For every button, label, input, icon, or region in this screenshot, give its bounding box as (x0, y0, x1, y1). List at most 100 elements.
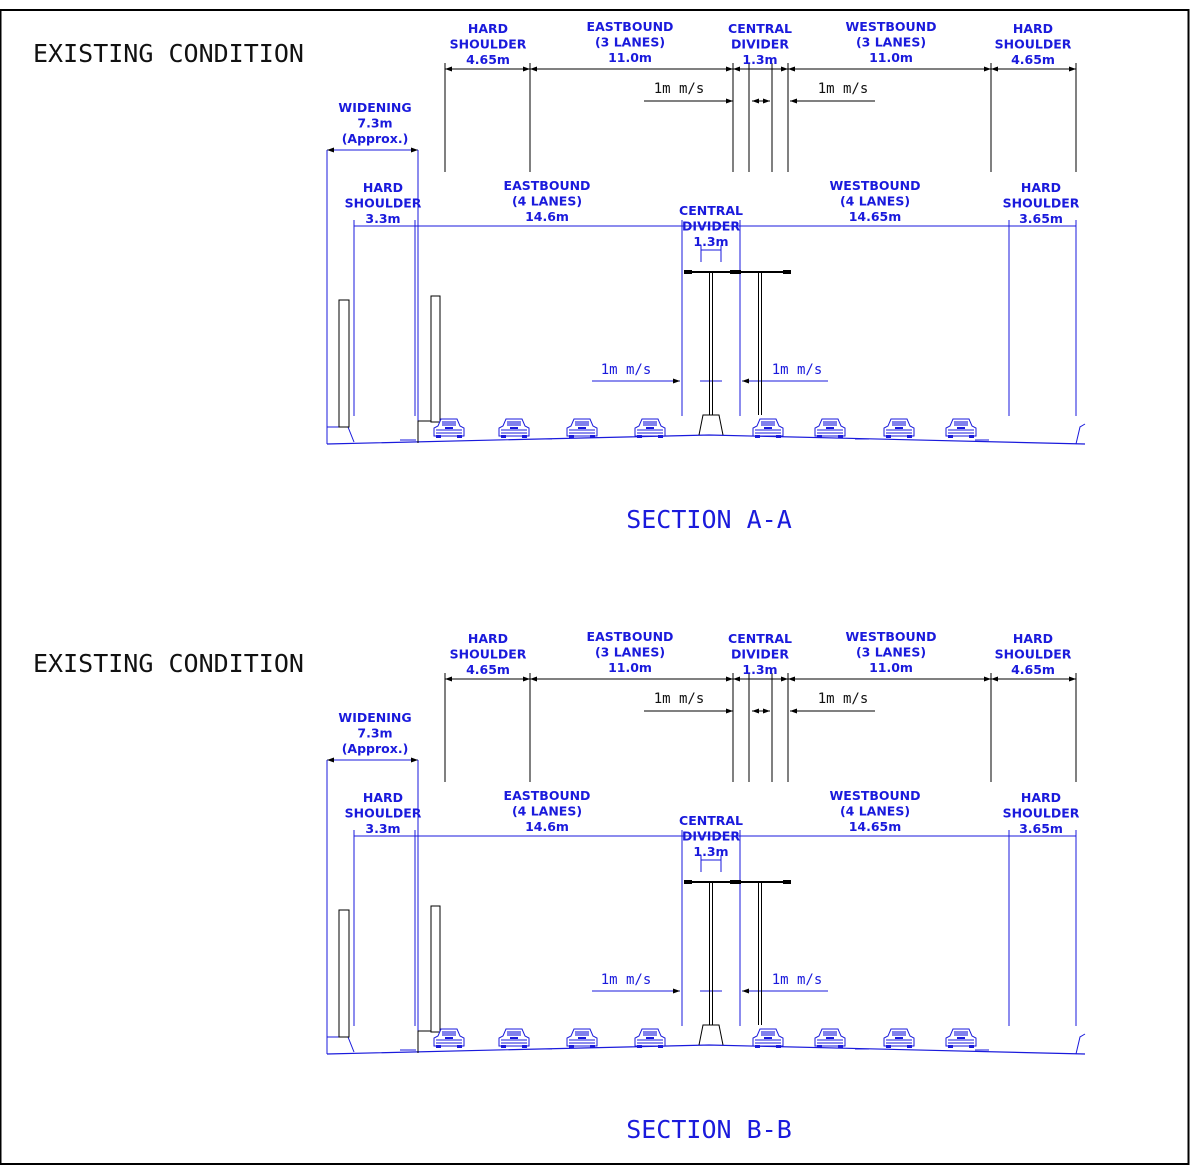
car-wheel (755, 1045, 760, 1048)
existing-hard-shoulder-left-line-2: SHOULDER (450, 647, 527, 662)
existing-ms-left: 1m m/s (654, 81, 705, 97)
car-windshield (507, 1031, 521, 1036)
condition-label: EXISTING CONDITION (33, 39, 304, 68)
arrowhead (991, 66, 998, 72)
car-plate (957, 427, 965, 429)
arrowhead (984, 66, 991, 72)
proposed-hard-shoulder-right-line-2: SHOULDER (1003, 196, 1080, 211)
existing-central-divider-line-3: 1.3m (742, 52, 777, 67)
noise-barrier (430, 295, 441, 423)
existing-hard-shoulder-right-line-2: SHOULDER (995, 647, 1072, 662)
arrowhead (790, 708, 797, 714)
kerb-right (1075, 423, 1086, 445)
lamp-head (783, 270, 791, 274)
median-barrier (698, 414, 724, 436)
proposed-hard-shoulder-left-line-1: HARD (363, 180, 403, 195)
arrowhead (763, 98, 770, 104)
existing-central-divider-line-1: CENTRAL (728, 21, 792, 36)
road-profile (326, 270, 1086, 445)
car-wheel (590, 435, 595, 438)
arrowhead (763, 708, 770, 714)
car-windshield (761, 421, 775, 426)
arrowhead (781, 676, 788, 682)
car-wheel (886, 435, 891, 438)
car-wheel (637, 435, 642, 438)
road-profile (326, 880, 1086, 1055)
median-barrier (698, 1024, 724, 1046)
car-plate (445, 427, 453, 429)
carriageway-surface (326, 1044, 1086, 1055)
arrowhead (726, 708, 733, 714)
proposed-ms-right: 1m m/s (772, 972, 823, 988)
car-wheel (436, 1045, 441, 1048)
car-wheel (637, 1045, 642, 1048)
kerb-right (1075, 1033, 1086, 1055)
arrowhead (1069, 66, 1076, 72)
arrowhead (411, 147, 418, 153)
proposed-hard-shoulder-left-line-3: 3.3m (365, 211, 400, 226)
existing-central-divider-line-1: CENTRAL (728, 631, 792, 646)
existing-hard-shoulder-right-line-3: 4.65m (1011, 662, 1055, 677)
existing-westbound-line-3: 11.0m (869, 660, 913, 675)
existing-hard-shoulder-right-line-1: HARD (1013, 631, 1053, 646)
existing-eastbound-line-3: 11.0m (608, 660, 652, 675)
car-wheel (948, 435, 953, 438)
car-wheel (658, 1045, 663, 1048)
arrowhead (1069, 676, 1076, 682)
car-plate (510, 427, 518, 429)
existing-westbound-line-1: WESTBOUND (846, 19, 937, 34)
proposed-central-divider-line-2: DIVIDER (682, 219, 740, 234)
car-wheel (776, 1045, 781, 1048)
car-wheel (590, 1045, 595, 1048)
car-plate (764, 1037, 772, 1039)
existing-central-divider-line-3: 1.3m (742, 662, 777, 677)
car-plate (445, 1037, 453, 1039)
car-icon (883, 418, 915, 438)
car-windshield (954, 421, 968, 426)
existing-ms-left: 1m m/s (654, 691, 705, 707)
car-windshield (892, 421, 906, 426)
car-wheel (457, 435, 462, 438)
arrowhead (445, 676, 452, 682)
car-windshield (892, 1031, 906, 1036)
arrowhead (673, 988, 680, 994)
noise-barrier (430, 905, 441, 1033)
proposed-hard-shoulder-right-line-3: 3.65m (1019, 211, 1063, 226)
proposed-hard-shoulder-left-line-2: SHOULDER (345, 196, 422, 211)
proposed-eastbound-line-3: 14.6m (525, 209, 569, 224)
car-windshield (442, 421, 456, 426)
existing-hard-shoulder-left-line-1: HARD (468, 21, 508, 36)
car-wheel (658, 435, 663, 438)
car-plate (578, 1037, 586, 1039)
car-icon (498, 418, 530, 438)
existing-ms-right: 1m m/s (818, 691, 869, 707)
lamp-head (733, 270, 741, 274)
existing-westbound-line-3: 11.0m (869, 50, 913, 65)
car-plate (826, 1037, 834, 1039)
car-plate (764, 427, 772, 429)
proposed-eastbound-line-3: 14.6m (525, 819, 569, 834)
retaining-wall (338, 299, 350, 428)
proposed-widening-line-1: WIDENING (338, 710, 411, 725)
existing-westbound-line-1: WESTBOUND (846, 629, 937, 644)
existing-westbound-line-2: (3 LANES) (856, 35, 926, 50)
proposed-westbound-line-1: WESTBOUND (830, 788, 921, 803)
barrier-base (417, 1030, 431, 1053)
carriageway-surface (326, 434, 1086, 445)
car-windshield (643, 421, 657, 426)
proposed-westbound-line-1: WESTBOUND (830, 178, 921, 193)
lamp-head (684, 880, 692, 884)
arrowhead (752, 98, 759, 104)
proposed-hard-shoulder-left-line-2: SHOULDER (345, 806, 422, 821)
car-wheel (817, 1045, 822, 1048)
arrowhead (788, 676, 795, 682)
arrowhead (726, 98, 733, 104)
proposed-dimensions: WIDENING7.3m(Approx.)HARDSHOULDER3.3mEAS… (326, 710, 1080, 1053)
proposed-eastbound-line-1: EASTBOUND (504, 178, 591, 193)
kerb-left (326, 1036, 355, 1054)
car-icon (945, 1028, 977, 1048)
car-icon (433, 1028, 465, 1048)
